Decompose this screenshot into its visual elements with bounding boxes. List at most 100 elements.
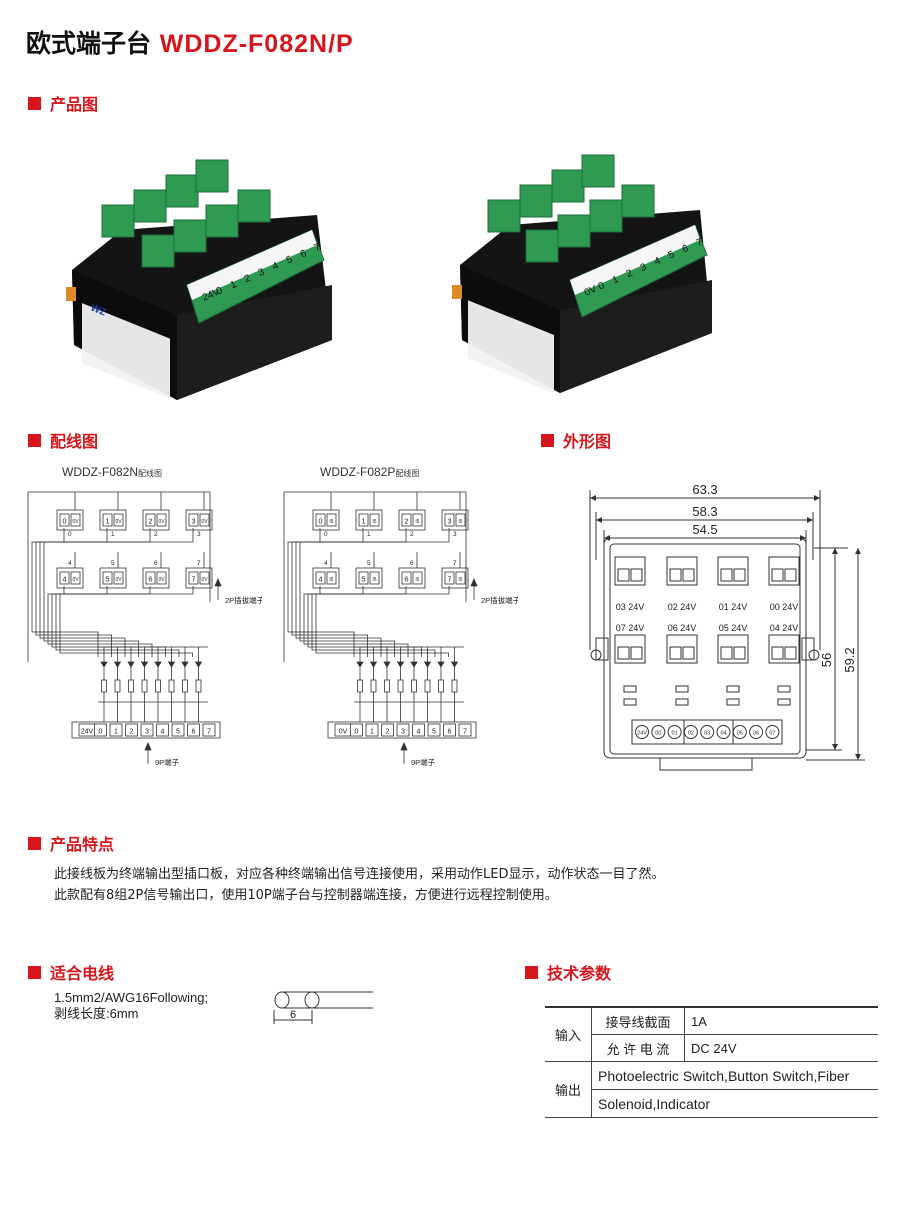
plug-pin-label: 5 (361, 575, 365, 584)
plug-pin-label: I5 (458, 577, 462, 583)
section-features: 产品特点 (28, 831, 114, 855)
section-title: 配线图 (50, 432, 99, 451)
plug-pin (401, 513, 412, 527)
plug-slot (682, 568, 695, 582)
plug-pin-label: I5 (372, 519, 376, 525)
terminal-cell (156, 723, 169, 737)
plug-terminal-label: 2P插拔端子 (225, 595, 262, 605)
led-symbol (127, 661, 135, 668)
terminal-cell (458, 723, 472, 737)
param-value: DC 24V (684, 1034, 878, 1062)
plug-label: 03 24V (616, 602, 645, 612)
resistor-symbol (357, 679, 363, 693)
plug-pin (145, 571, 156, 585)
terminal-label: 6 (192, 729, 196, 736)
photo-terminal-label: 5 (667, 249, 677, 261)
plug-pin-label: 3 (191, 517, 195, 526)
plug-slot (784, 646, 797, 660)
plug-pin-label: 0V (201, 519, 208, 525)
wiring-lines (27, 491, 222, 764)
led-outline (726, 698, 740, 706)
plug-box (312, 567, 340, 589)
plug-pin-label: 4 (62, 575, 66, 584)
plug-box (56, 567, 84, 589)
plug-box (56, 509, 84, 531)
section-product-image: 产品图 (28, 91, 98, 115)
led-symbol (194, 661, 203, 668)
plug-pin-label: I5 (372, 577, 376, 583)
output-value-2: Solenoid,Indicator (591, 1089, 878, 1118)
plug-slot (630, 568, 643, 582)
plug-pin (455, 571, 466, 585)
section-wiring: 配线图 (28, 428, 98, 452)
plug-box (398, 567, 426, 589)
terminal-screw (635, 725, 649, 739)
plug-box (99, 509, 127, 531)
section-title: 适合电线 (50, 964, 115, 983)
plug-pin-label: 0 (62, 517, 66, 526)
dim-w3: 54.5 (692, 522, 717, 537)
plug-pin (315, 513, 326, 527)
plug-slot (771, 646, 784, 660)
terminal-label: 2 (130, 729, 134, 736)
plug-box (99, 567, 127, 589)
terminal-cell (443, 723, 456, 737)
terminal-label: 5 (176, 729, 180, 736)
led-symbol (140, 661, 149, 668)
terminal-label: 6 (448, 729, 452, 736)
wire-number: 2 (154, 531, 158, 538)
plug-pin (455, 513, 466, 527)
plug-label: 07 24V (616, 623, 645, 633)
arrow-head (470, 577, 478, 587)
wiring-p-title: WDDZ-F082P配线图 (320, 465, 420, 479)
photo-terminal-label: 4 (653, 255, 663, 267)
resistor-symbol (128, 679, 134, 693)
plug-label: 01 24V (719, 602, 748, 612)
led-symbol (383, 661, 391, 668)
resistor-symbol (370, 679, 377, 693)
plug-pin (59, 571, 70, 585)
plug-box (142, 509, 170, 531)
led-symbol (154, 661, 162, 668)
plug-pin (444, 513, 455, 527)
plug-pin (358, 513, 369, 527)
resistor-symbol (384, 679, 390, 693)
wire-route (51, 593, 166, 657)
tech-spec-table: 输入 接导线截面 1A 允 许 电 流 DC 24V 输出 Photoelect… (545, 1006, 878, 1118)
section-title: 技术参数 (547, 964, 612, 983)
plug-pin-label: 3 (447, 517, 451, 526)
plug-pin-label: 0V (72, 577, 79, 583)
plug-box (142, 567, 170, 589)
wire-route (287, 541, 355, 657)
photo-terminal-label: 7 (313, 242, 323, 254)
cable-spec-line-1: 1.5mm2/AWG16Following; (54, 990, 209, 1005)
plug-box (185, 567, 213, 589)
plug-slot (617, 568, 630, 582)
features-line-1: 此接线板为终端输出型插口板，对应各种终端输出信号连接使用，采用动作LED显示，动… (54, 867, 665, 882)
plug-pin-label: 0V (201, 577, 208, 583)
terminal-cell (350, 723, 363, 737)
cable-spec: 1.5mm2/AWG16Following; 剥线长度:6mm (54, 990, 208, 1022)
led-symbol (423, 661, 432, 668)
terminal-label: 04 (720, 731, 726, 737)
wire-number: 5 (111, 560, 115, 567)
dim-w2: 58.3 (692, 504, 717, 519)
photo-terminal-label: 3 (639, 261, 649, 273)
led-symbol (410, 661, 418, 668)
photo-terminal-label: 7 (695, 237, 705, 249)
resistor-symbol (451, 679, 458, 693)
terminal-label: 0V (339, 729, 348, 736)
plug-pin (444, 571, 455, 585)
terminal-label: 06 (753, 731, 759, 737)
section-marker (28, 836, 41, 850)
plug-pin (70, 571, 81, 585)
photo-terminal-label: 2 (243, 273, 253, 285)
section-marker (28, 96, 41, 110)
plug-pin (70, 513, 81, 527)
wire-number: 0 (68, 531, 72, 538)
terminal-label: 0 (99, 729, 103, 736)
photo-terminal-label: 5 (285, 254, 295, 266)
